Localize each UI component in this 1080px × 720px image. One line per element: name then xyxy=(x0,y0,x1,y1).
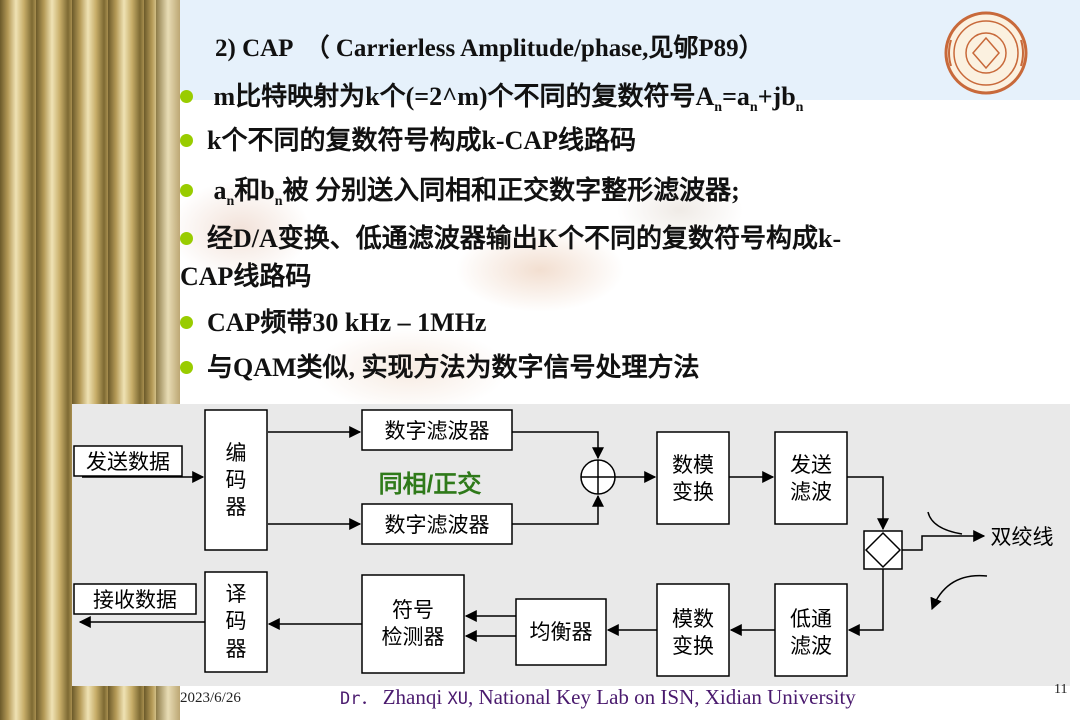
footer-affiliation: , National Key Lab on ISN, Xidian Univer… xyxy=(467,685,856,709)
send-data-box xyxy=(73,445,183,477)
decoder-char-1: 译 xyxy=(226,582,247,606)
page-number: 11 xyxy=(1054,682,1068,697)
blossom-background xyxy=(160,150,780,420)
decoder-char-2: 码 xyxy=(226,609,247,633)
receive-data-box xyxy=(73,583,197,615)
encoder-char-1: 编 xyxy=(226,441,247,465)
equalizer-block xyxy=(515,598,607,666)
decoder-char-3: 器 xyxy=(226,637,247,661)
dac-block xyxy=(656,431,730,525)
footer-surname: XU xyxy=(447,689,468,709)
digital-filter-bottom-block xyxy=(361,503,513,545)
equalizer-label: 均衡器 xyxy=(530,620,593,644)
hybrid-coupler-icon xyxy=(863,530,903,570)
bullet-4-line-1: 经D/A变换、低通滤波器输出K个不同的复数符号构成k- xyxy=(180,218,841,255)
adc-label-1: 模数 xyxy=(672,607,714,631)
title-banner xyxy=(180,0,1080,100)
bullet-dot xyxy=(180,89,193,103)
sum-junction-icon xyxy=(580,459,616,495)
footer-name: Zhanqi xyxy=(382,685,443,709)
bullet-dot xyxy=(180,360,193,374)
send-data-label: 发送数据 xyxy=(86,450,170,474)
detector-label-1: 符号 xyxy=(392,598,434,622)
adc-block xyxy=(656,583,730,677)
receive-data-label: 接收数据 xyxy=(93,588,177,612)
decoder-block xyxy=(204,571,268,673)
bullet-5: CAP频带30 kHz – 1MHz xyxy=(180,302,486,339)
footer-date: 2023/6/26 xyxy=(180,690,241,706)
adc-label-2: 变换 xyxy=(672,634,714,658)
bullet-3: an和bn被 分别送入同相和正交数字整形滤波器; xyxy=(180,170,740,210)
bullet-2: k个不同的复数符号构成k-CAP线路码 xyxy=(180,120,636,157)
dac-label-1: 数模 xyxy=(672,453,714,477)
lowpass-label-2: 滤波 xyxy=(790,634,832,658)
encoder-char-2: 码 xyxy=(226,468,247,492)
footer-dr: Dr． xyxy=(340,689,378,709)
bullet-6: 与QAM类似, 实现方法为数字信号处理方法 xyxy=(180,347,700,384)
bullet-1: m比特映射为k个(=2^m)个不同的复数符号An=an+jbn xyxy=(180,76,803,116)
bullet-4-line-2: CAP线路码 xyxy=(180,262,312,291)
encoder-char-3: 器 xyxy=(226,495,247,519)
tx-filter-label-1: 发送 xyxy=(790,453,832,477)
tx-filter-label-2: 滤波 xyxy=(790,480,832,504)
digital-filter-top-label: 数字滤波器 xyxy=(385,419,490,443)
bullet-dot xyxy=(180,133,193,147)
inphase-quadrature-label: 同相/正交 xyxy=(379,470,482,498)
twisted-pair-label: 双绞线 xyxy=(991,525,1054,549)
cap-block-diagram: 发送数据 编 码 器 数字滤波器 数字滤波器 数模 变换 发送 滤波 双绞线 接… xyxy=(72,404,1070,686)
bullet-dot xyxy=(180,183,193,197)
lowpass-label-1: 低通 xyxy=(790,607,832,631)
dac-label-2: 变换 xyxy=(672,480,714,504)
digital-filter-bottom-label: 数字滤波器 xyxy=(385,513,490,537)
lowpass-block xyxy=(774,583,848,677)
digital-filter-top-block xyxy=(361,409,513,451)
university-seal-icon xyxy=(944,11,1028,95)
bullet-dot xyxy=(180,315,193,329)
tx-filter-block xyxy=(774,431,848,525)
detector-label-2: 检测器 xyxy=(382,625,445,649)
bullet-dot xyxy=(180,231,193,245)
footer-credit: Dr． Zhanqi XU, National Key Lab on ISN, … xyxy=(340,684,856,710)
encoder-block xyxy=(204,409,268,551)
detector-block xyxy=(361,574,465,674)
slide-title: 2) CAP （ Carrierless Amplitude/phase,见邭P… xyxy=(215,35,764,62)
